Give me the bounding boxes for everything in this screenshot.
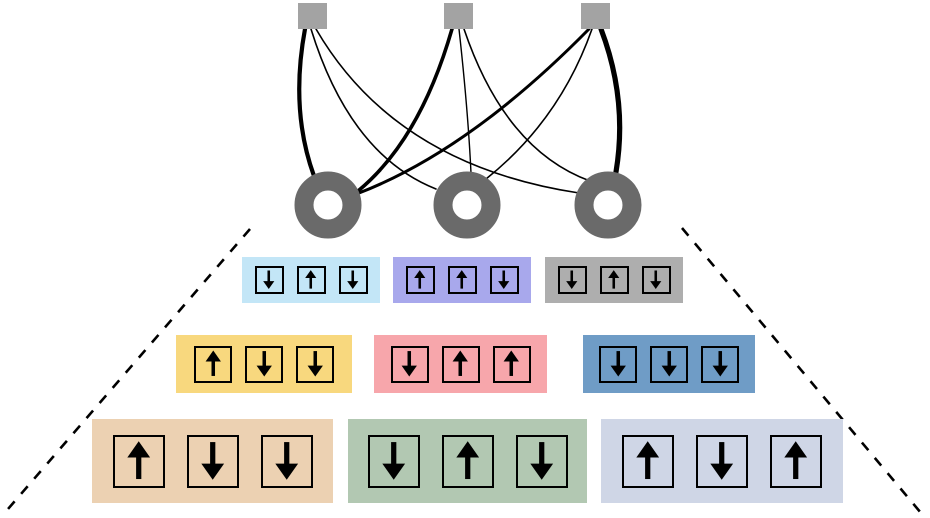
arrow-down-icon <box>530 442 553 481</box>
arrow-down-icon <box>566 270 578 290</box>
square-node-2 <box>581 3 610 29</box>
edge-square1-ring1 <box>458 28 472 174</box>
edge-square1-ring2 <box>463 28 591 182</box>
arrow-down-icon <box>275 442 298 481</box>
edge-square0-ring1 <box>310 28 437 190</box>
ring-node-2 <box>574 171 642 239</box>
edge-square0-ring2 <box>315 28 580 194</box>
arrow-down-icon <box>263 270 275 290</box>
arrow-up-icon <box>503 351 520 377</box>
spin-cell-down <box>515 434 568 488</box>
spin-cell-up <box>405 266 435 294</box>
arrow-down-icon <box>382 442 405 481</box>
spin-cell-down <box>696 434 748 488</box>
arrow-up-icon <box>205 351 221 377</box>
arrow-down-icon <box>650 270 662 290</box>
spin-block-pink <box>374 335 547 393</box>
spin-block-lavender <box>601 419 843 503</box>
arrow-up-icon <box>414 270 426 290</box>
arrow-up-icon <box>784 441 808 480</box>
spin-cell-up <box>447 266 477 294</box>
spin-block-cyan <box>242 257 380 303</box>
edge-square0-ring0 <box>297 26 317 179</box>
spin-block-green <box>348 419 587 503</box>
spin-block-gray <box>545 257 683 303</box>
spin-cell-down <box>650 345 688 383</box>
dashed-guide-right <box>681 227 922 514</box>
arrow-up-icon <box>127 441 150 480</box>
edge-square1-ring0 <box>356 27 454 193</box>
arrow-down-icon <box>710 442 734 481</box>
arrow-down-icon <box>610 351 626 377</box>
edge-square2-ring0 <box>357 27 591 195</box>
edge-square2-ring2 <box>598 26 623 175</box>
arrow-up-icon <box>456 441 479 480</box>
arrow-down-icon <box>712 351 728 377</box>
arrow-up-icon <box>305 270 317 290</box>
arrow-down-icon <box>201 442 224 481</box>
arrow-up-icon <box>452 351 469 377</box>
spin-cell-down <box>599 345 637 383</box>
ring-node-0 <box>294 171 362 239</box>
spin-cell-down <box>557 266 587 294</box>
arrow-up-icon <box>608 270 620 290</box>
arrow-down-icon <box>256 351 272 377</box>
spin-cell-up <box>599 266 629 294</box>
spin-cell-up <box>770 434 822 488</box>
spin-cell-down <box>260 434 313 488</box>
dashed-guide-left <box>7 228 251 510</box>
arrow-down-icon <box>401 351 418 377</box>
arrow-down-icon <box>347 270 359 290</box>
arrow-down-icon <box>661 351 677 377</box>
square-node-0 <box>298 3 327 29</box>
spin-cell-up <box>296 266 326 294</box>
spin-block-purple <box>393 257 531 303</box>
spin-block-steel-blue <box>583 335 755 393</box>
edge-square2-ring1 <box>485 28 593 180</box>
square-node-1 <box>444 3 473 29</box>
spin-cell-down <box>245 345 283 383</box>
spin-cell-up <box>441 434 494 488</box>
spin-cell-up <box>622 434 674 488</box>
spin-cell-down <box>489 266 519 294</box>
spin-cell-up <box>112 434 165 488</box>
spin-block-tan <box>92 419 333 503</box>
spin-cell-down <box>296 345 334 383</box>
spin-cell-down <box>390 345 429 383</box>
spin-cell-up <box>441 345 480 383</box>
spin-cell-down <box>186 434 239 488</box>
arrow-up-icon <box>636 441 660 480</box>
spin-block-yellow <box>176 335 352 393</box>
ring-node-1 <box>433 171 501 239</box>
spin-cell-down <box>701 345 739 383</box>
spin-cell-up <box>492 345 531 383</box>
spin-cell-down <box>367 434 420 488</box>
spin-cell-up <box>194 345 232 383</box>
arrow-up-icon <box>456 270 468 290</box>
spin-cell-down <box>254 266 284 294</box>
spin-cell-down <box>641 266 671 294</box>
spin-cell-down <box>338 266 368 294</box>
arrow-down-icon <box>498 270 510 290</box>
arrow-down-icon <box>307 351 323 377</box>
